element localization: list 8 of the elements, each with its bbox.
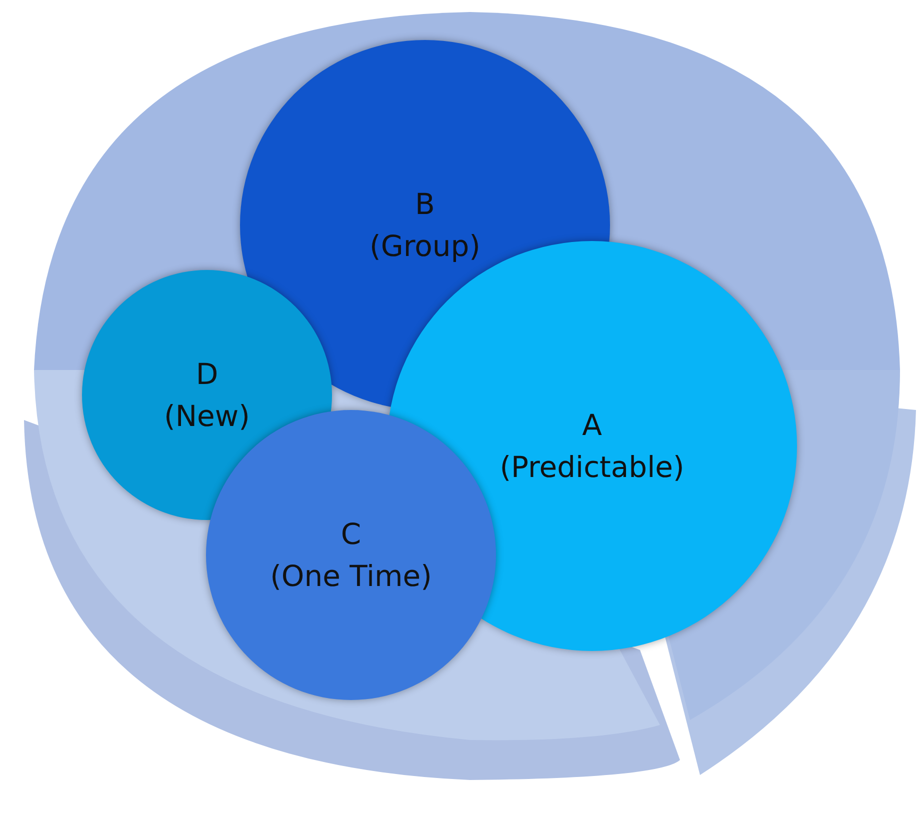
- circle-label: A: [582, 407, 602, 444]
- circle-label: D: [196, 356, 218, 393]
- circle-label: (New): [164, 398, 250, 435]
- circle-label: (One Time): [270, 558, 432, 595]
- circle-label: (Predictable): [500, 449, 684, 486]
- circle-label: (Group): [370, 228, 480, 265]
- circle-label: B: [415, 186, 435, 223]
- circle-label: C: [340, 516, 362, 553]
